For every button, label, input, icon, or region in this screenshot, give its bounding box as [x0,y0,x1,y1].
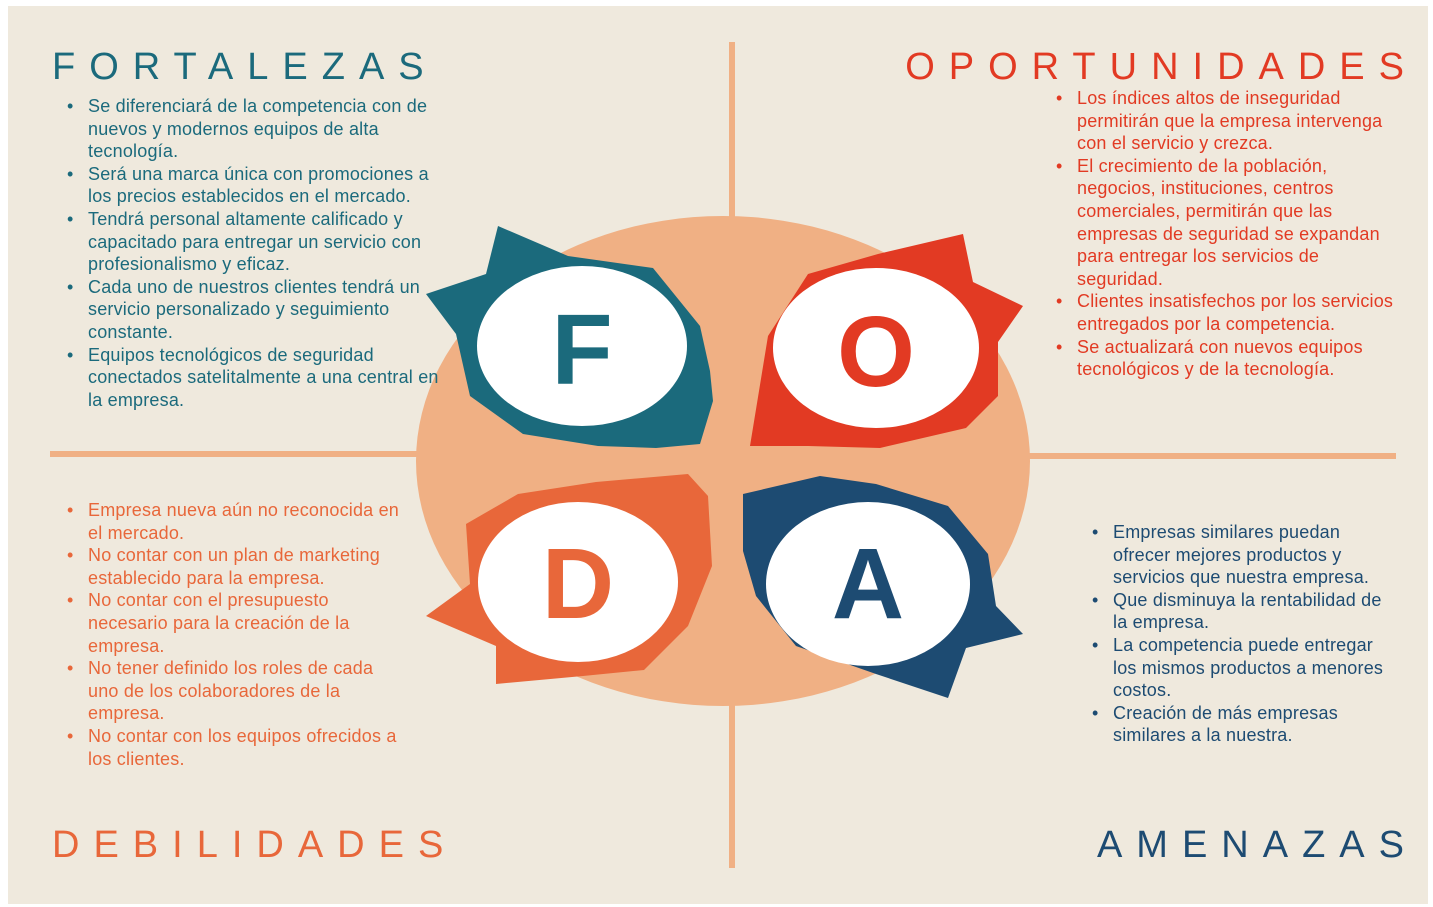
fortalezas-item: Tendrá personal altamente calificado y c… [63,208,443,276]
fortalezas-item: Equipos tecnológicos de seguridad conect… [63,344,443,412]
a-bubble-inner [766,502,970,666]
amenazas-item: La competencia puede entregar los mismos… [1088,634,1388,702]
debilidades-item: Empresa nueva aún no reconocida en el me… [63,499,403,544]
oportunidades-item: Los índices altos de inseguridad permiti… [1052,87,1397,155]
letter-d: D [542,528,614,640]
d-bubble: D [426,474,712,684]
oportunidades-item: El crecimiento de la población, negocios… [1052,155,1397,291]
amenazas-item: Que disminuya la rentabilidad de la empr… [1088,589,1388,634]
f-bubble: F [426,226,713,448]
a-bubble: A [743,476,1023,698]
amenazas-item: Empresas similares puedan ofrecer mejore… [1088,521,1388,589]
foda-diagram: F O D A [50,42,1396,868]
d-bubble-inner [478,502,678,662]
fortalezas-item: Cada uno de nuestros clientes tendrá un … [63,276,443,344]
fortalezas-title: FORTALEZAS [52,46,438,88]
oportunidades-item: Se actualizará con nuevos equipos tecnol… [1052,336,1397,381]
o-bubble: O [750,234,1023,448]
foda-canvas: F O D A FORTALEZAS OPORTUNIDADES DEBILID… [8,6,1428,904]
oportunidades-item: Clientes insatisfechos por los servicios… [1052,290,1397,335]
amenazas-title: AMENAZAS [1096,824,1418,866]
amenazas-item: Creación de más empresas similares a la … [1088,702,1388,747]
fortalezas-item: Se diferenciará de la competencia con de… [63,95,443,163]
debilidades-item: No contar con un plan de marketing estab… [63,544,403,589]
letter-f: F [551,294,612,406]
letter-a: A [832,528,904,640]
oportunidades-title: OPORTUNIDADES [905,46,1418,88]
fortalezas-list: Se diferenciará de la competencia con de… [63,95,443,411]
oportunidades-list: Los índices altos de inseguridad permiti… [1052,87,1397,381]
debilidades-item: No contar con el presupuesto necesario p… [63,589,403,657]
debilidades-title: DEBILIDADES [52,824,458,866]
debilidades-item: No tener definido los roles de cada uno … [63,657,403,725]
o-bubble-inner [773,268,979,428]
debilidades-item: No contar con los equipos ofrecidos a lo… [63,725,403,770]
debilidades-list: Empresa nueva aún no reconocida en el me… [63,499,403,770]
fortalezas-item: Será una marca única con promociones a l… [63,163,443,208]
letter-o: O [837,296,915,408]
f-bubble-inner [477,266,687,426]
amenazas-list: Empresas similares puedan ofrecer mejore… [1088,521,1388,747]
